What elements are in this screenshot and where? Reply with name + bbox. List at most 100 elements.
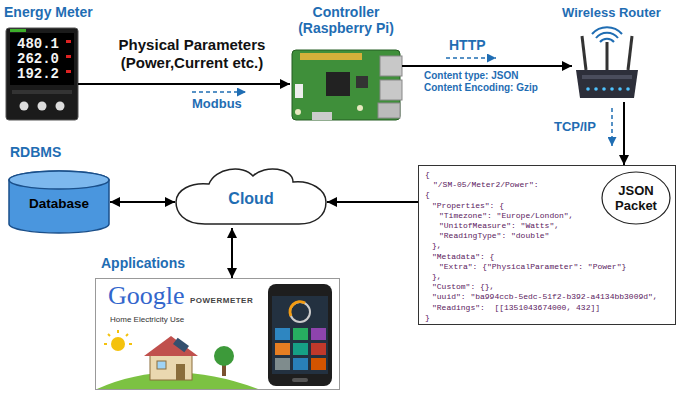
router-illustration-part bbox=[618, 87, 622, 91]
home-illustration-part bbox=[150, 354, 192, 380]
phone-illustration-part bbox=[275, 328, 290, 340]
json-line: }, bbox=[432, 272, 442, 282]
router-illustration-part bbox=[600, 39, 614, 42]
phone-illustration-part bbox=[293, 343, 308, 355]
phone-illustration-part bbox=[272, 296, 328, 374]
router-illustration-part bbox=[582, 75, 632, 79]
json-line: "Properties": { bbox=[432, 201, 504, 211]
meter-logo bbox=[10, 29, 26, 32]
home-illustration-part bbox=[126, 334, 128, 336]
node-heading: RDBMS bbox=[10, 144, 61, 161]
meter-indicator bbox=[66, 55, 71, 58]
json-line: { bbox=[425, 170, 430, 180]
router-illustration-part bbox=[626, 87, 630, 91]
phone-illustration-part bbox=[275, 343, 290, 355]
meter-frame bbox=[6, 28, 78, 120]
logo-text: Google bbox=[108, 281, 185, 311]
node-heading: Energy Meter bbox=[4, 4, 93, 21]
meter-button bbox=[20, 102, 29, 111]
caption-text: Home Electricity Use bbox=[110, 315, 184, 324]
connector-arrow bbox=[327, 201, 418, 203]
home-illustration-part bbox=[176, 364, 185, 380]
node-heading: Wireless Router bbox=[562, 4, 661, 21]
json-line: "Timezone": "Europe/London", bbox=[439, 211, 573, 221]
phone-illustration-part bbox=[268, 284, 332, 386]
phone-illustration-part bbox=[293, 328, 308, 340]
database-label: Database bbox=[8, 196, 110, 211]
meter-display bbox=[10, 33, 74, 85]
phone-illustration-part bbox=[292, 378, 308, 382]
json-packet-ellipse: JSON Packet bbox=[601, 171, 671, 225]
router-illustration bbox=[576, 27, 638, 98]
meter-button bbox=[38, 102, 47, 111]
header-note: Content type: JSON bbox=[424, 70, 518, 82]
json-line: }, bbox=[432, 241, 442, 251]
raspberry-pi-illustration-part bbox=[295, 84, 303, 98]
controller-node: Controller (Raspberry Pi) bbox=[290, 46, 402, 122]
phone-illustration bbox=[268, 284, 332, 386]
cylinder-outline-part bbox=[9, 171, 109, 189]
home-illustration-part bbox=[214, 346, 234, 366]
meter-reading: 480.1 bbox=[17, 37, 59, 51]
json-line: "Metadata": { bbox=[432, 252, 494, 262]
phone-illustration-part bbox=[311, 343, 326, 355]
node-heading: Controller (Raspberry Pi) bbox=[290, 4, 402, 36]
json-line: "uuid": "ba994ccb-5edc-51f2-b392-a4134bb… bbox=[432, 292, 658, 302]
cloud-outline-part bbox=[176, 169, 326, 224]
json-line: } bbox=[425, 313, 430, 323]
json-line: "Custom": {}, bbox=[432, 282, 494, 292]
phone-illustration-part bbox=[311, 358, 326, 370]
protocol-label: Modbus bbox=[192, 96, 242, 111]
ellipse-outline-part bbox=[602, 172, 670, 224]
home-illustration-part bbox=[111, 337, 125, 351]
raspberry-pi-illustration-part bbox=[300, 53, 362, 60]
home-illustration-part bbox=[157, 361, 166, 369]
applications-panel: ApplicationsGooglePOWERMETERHome Electri… bbox=[95, 278, 340, 390]
home-illustration bbox=[97, 330, 258, 389]
phone-illustration-part bbox=[290, 302, 310, 322]
raspberry-pi-illustration-part bbox=[295, 109, 301, 115]
cylinder-outline-part bbox=[9, 171, 109, 233]
router-illustration-part bbox=[602, 87, 606, 91]
connector-arrow bbox=[402, 65, 572, 67]
meter-reading: 262.0 bbox=[17, 52, 59, 66]
router-node: Wireless Router bbox=[572, 28, 640, 102]
connector-label: TCP/IP bbox=[554, 119, 596, 134]
header-note: Content Encoding: Gzip bbox=[424, 82, 538, 94]
raspberry-pi-illustration-part bbox=[378, 103, 400, 118]
home-illustration-part bbox=[173, 338, 189, 353]
meter-indicator bbox=[66, 70, 71, 73]
router-illustration-part bbox=[582, 36, 586, 70]
node-heading: Applications bbox=[101, 255, 185, 272]
raspberry-pi-illustration-part bbox=[380, 56, 402, 76]
raspberry-pi-illustration bbox=[292, 50, 402, 120]
phone-illustration-part bbox=[293, 358, 308, 370]
meter-strip bbox=[12, 90, 72, 94]
router-illustration-part bbox=[628, 36, 632, 70]
raspberry-pi-illustration-part bbox=[326, 72, 350, 96]
meter-button bbox=[56, 102, 65, 111]
router-illustration-part bbox=[594, 87, 598, 91]
json-line: "Readings": [[1351043674000, 432]] bbox=[432, 303, 600, 313]
router-illustration-part bbox=[610, 87, 614, 91]
raspberry-pi-illustration-part bbox=[380, 80, 402, 100]
meter-reading: 192.2 bbox=[17, 67, 59, 81]
database-node: RDBMSDatabase bbox=[8, 170, 110, 234]
router-illustration-part bbox=[596, 33, 618, 38]
raspberry-pi-illustration-part bbox=[357, 105, 363, 111]
meter-indicator bbox=[66, 40, 71, 43]
dashed-direction-arrows bbox=[192, 58, 612, 146]
home-illustration-part bbox=[104, 343, 107, 345]
json-line: "UnitofMeasure": "Watts", bbox=[439, 221, 559, 231]
json-line: "/SM-05/Meter2/Power": bbox=[433, 180, 539, 190]
home-illustration-part bbox=[144, 336, 198, 356]
home-illustration-part bbox=[108, 334, 110, 336]
phone-illustration-part bbox=[311, 328, 326, 340]
json-packet-box: {"/SM-05/Meter2/Power":{"Properties": {"… bbox=[418, 165, 676, 325]
connector-arrow bbox=[231, 228, 233, 278]
connector-arrow bbox=[110, 201, 175, 203]
dashed-direction-arrows-part bbox=[192, 91, 246, 93]
dashed-direction-arrows-part bbox=[446, 57, 496, 59]
